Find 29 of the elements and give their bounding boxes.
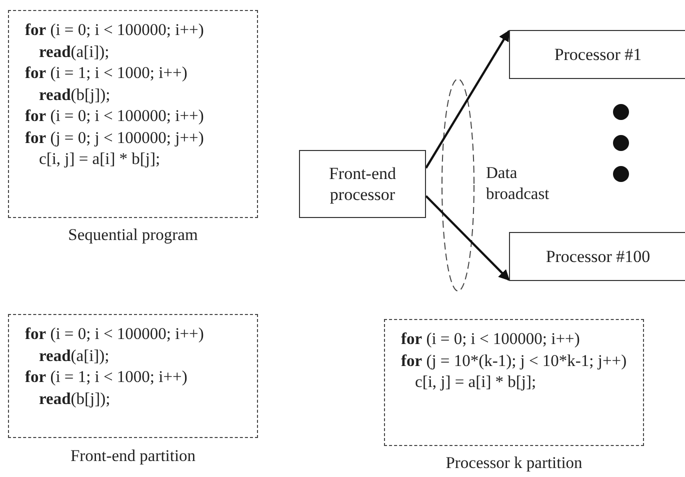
code-line: read(a[i]); bbox=[38, 344, 110, 366]
node-label: Front-end processor bbox=[328, 163, 398, 205]
code-line: for (i = 0; i < 100000; i++) bbox=[25, 323, 205, 344]
code-box bbox=[384, 319, 644, 446]
process-box bbox=[509, 30, 685, 79]
code-line: for (i = 1; i < 1000; i++) bbox=[25, 62, 188, 84]
node-label: Processor k partition bbox=[444, 453, 584, 473]
code-box bbox=[8, 10, 258, 218]
code-line: read(a[i]); bbox=[38, 40, 110, 62]
code-line: for (i = 1; i < 1000; i++) bbox=[25, 366, 188, 388]
code-line: for (i = 0; i < 100000; i++) bbox=[25, 105, 205, 126]
arrow bbox=[425, 30, 510, 169]
code-line: for (i = 0; i < 100000; i++) bbox=[25, 19, 205, 40]
code-line: read(b[j]); bbox=[38, 388, 112, 409]
code-line: for (i = 0; i < 100000; i++) bbox=[401, 328, 581, 350]
code-box bbox=[8, 314, 258, 438]
process-box bbox=[509, 232, 685, 281]
code-line: c[i, j] = a[i] * b[j]; bbox=[414, 371, 538, 392]
node-label: Front-end partition bbox=[69, 446, 197, 466]
node-label: Processor #1 bbox=[554, 44, 642, 65]
code-line: read(b[j]); bbox=[38, 84, 112, 105]
code-line: c[i, j] = a[i] * b[j]; bbox=[38, 148, 162, 170]
process-box bbox=[299, 150, 426, 218]
annotation-text: Data broadcast bbox=[486, 162, 550, 204]
arrow bbox=[425, 195, 510, 281]
node-label: Sequential program bbox=[67, 225, 199, 245]
node-label: Processor #100 bbox=[546, 246, 650, 267]
code-line: for (j = 0; j < 100000; j++) bbox=[25, 126, 205, 148]
code-line: for (j = 10*(k-1); j < 10*k-1; j++) bbox=[401, 350, 628, 371]
